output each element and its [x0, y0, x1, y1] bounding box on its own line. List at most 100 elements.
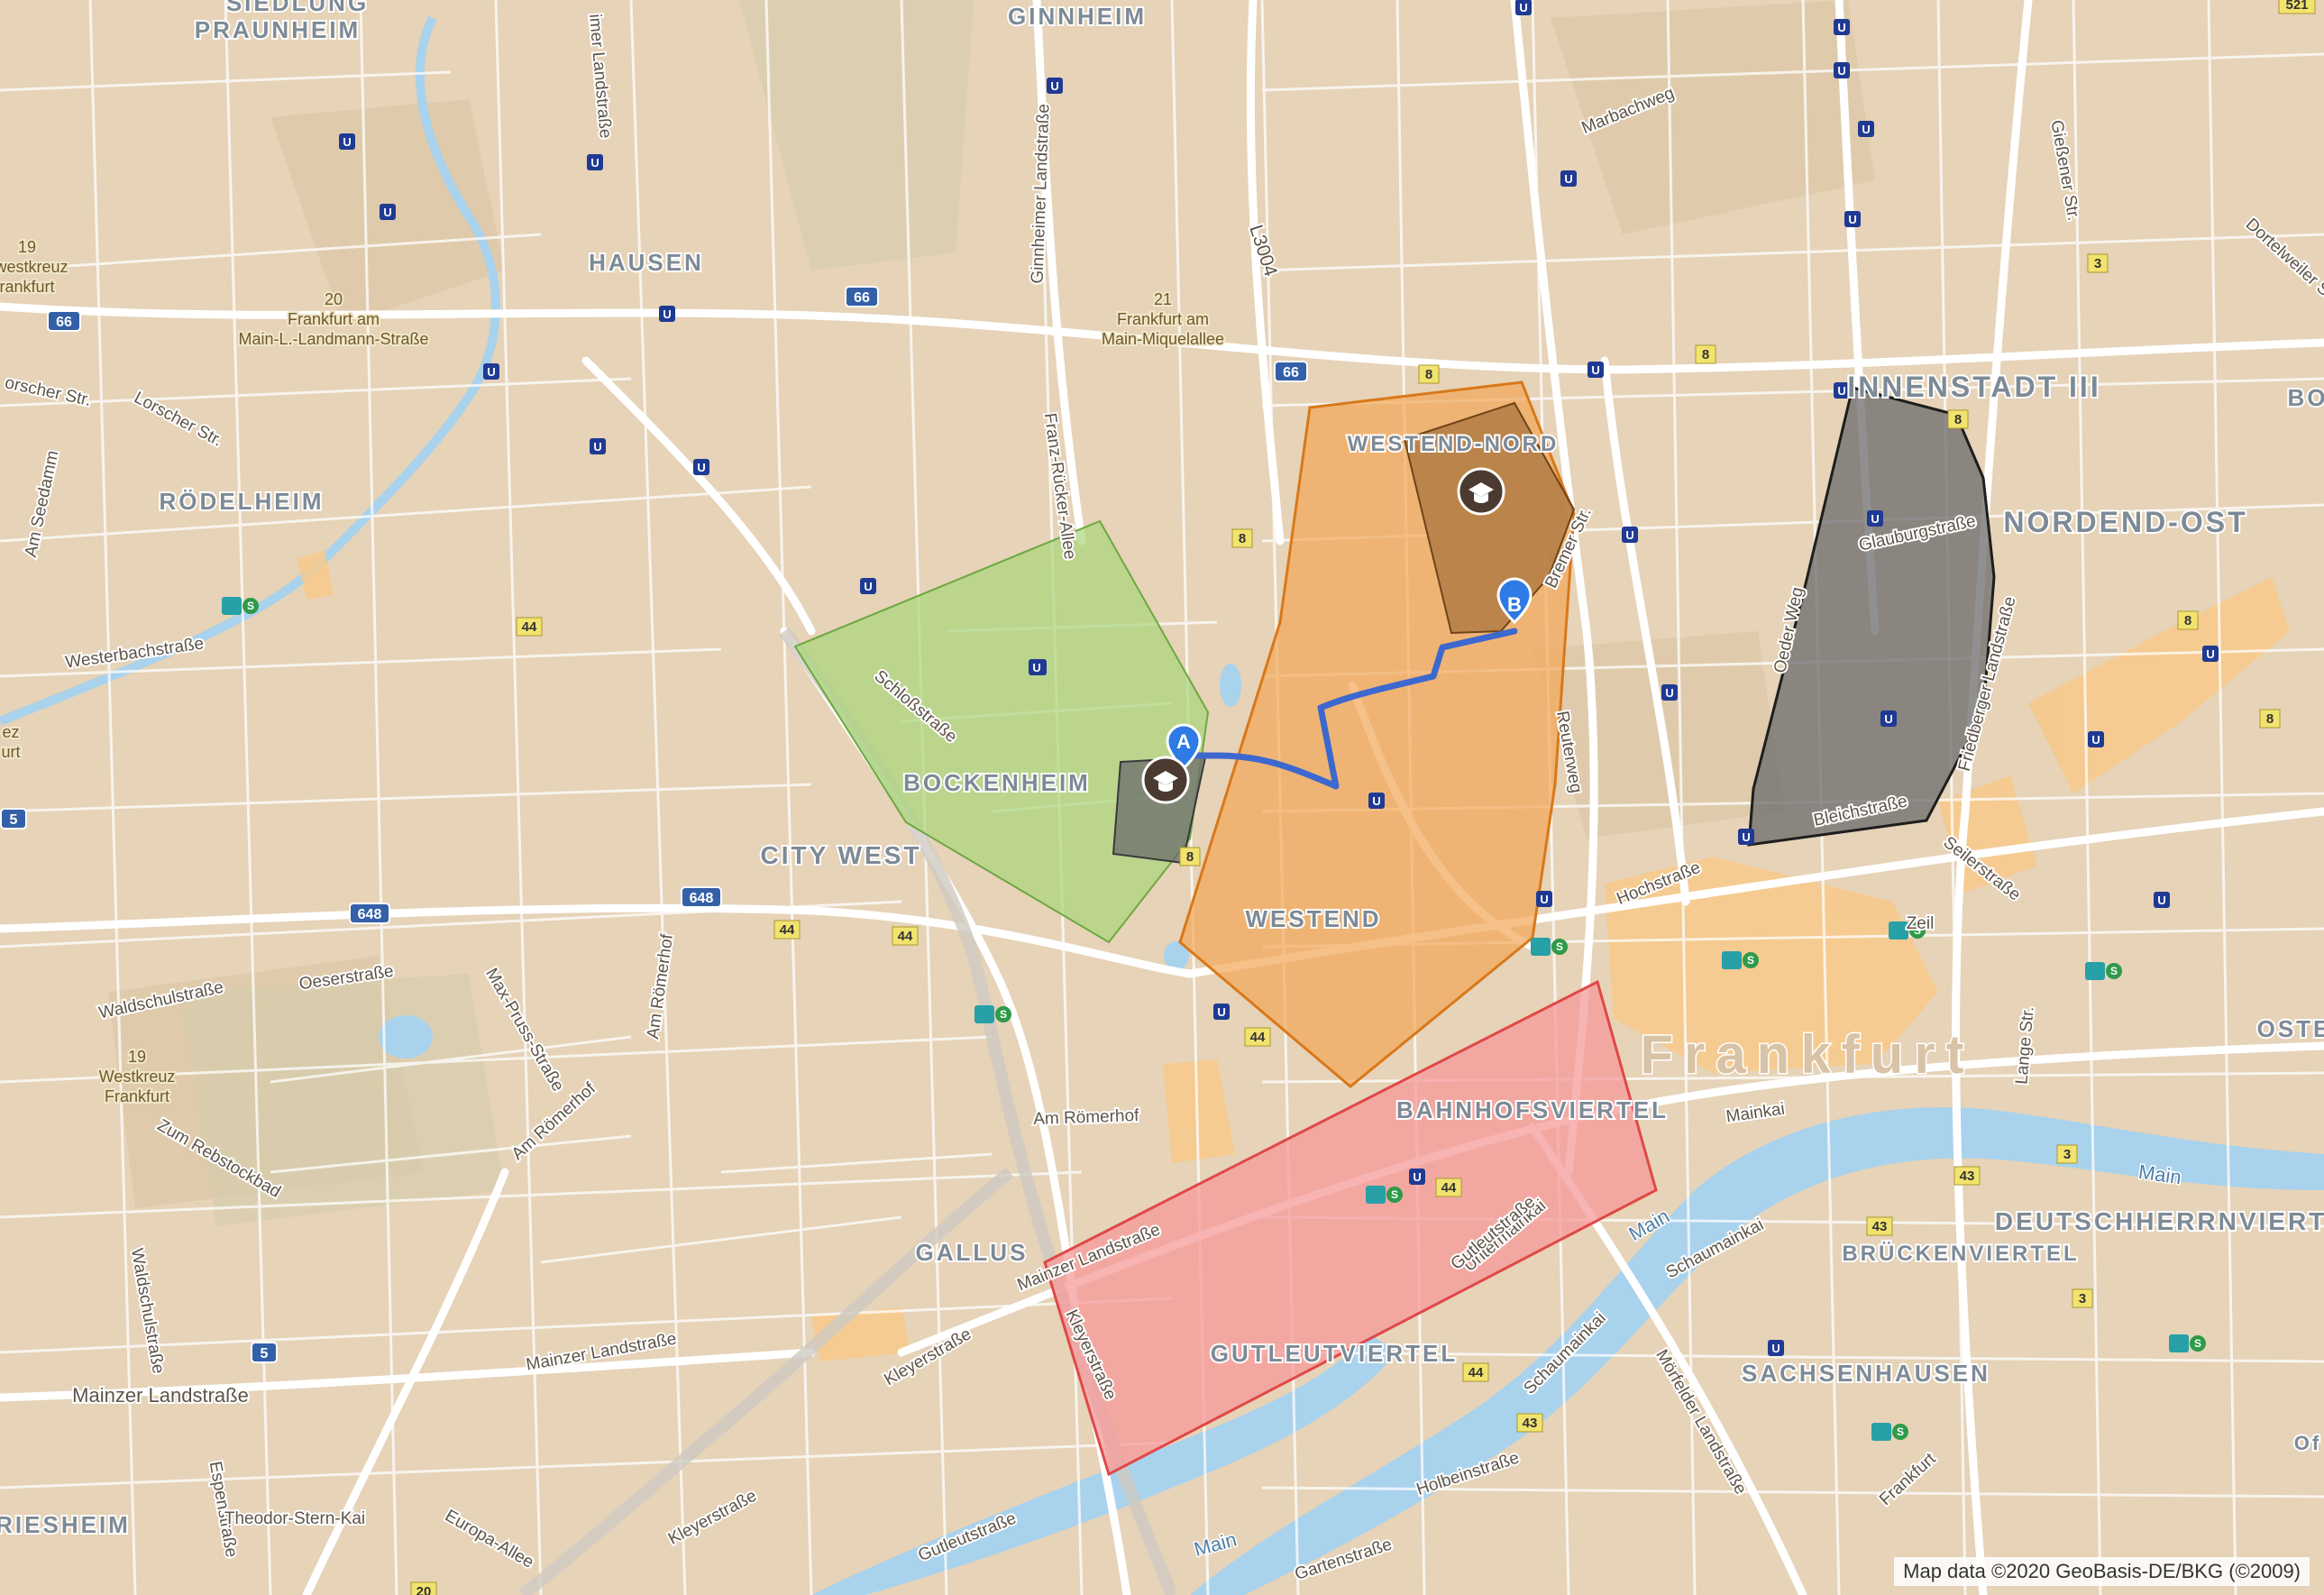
road-shield: 8 [2259, 709, 2281, 729]
road-shield: 8 [1179, 847, 1201, 866]
marker-b[interactable]: B [1496, 577, 1533, 625]
svg-text:U: U [864, 580, 872, 593]
svg-text:U: U [343, 135, 351, 149]
svg-text:8: 8 [1186, 849, 1194, 865]
district-label: BAHNHOFSVIERTEL [1396, 1096, 1669, 1123]
svg-text:U: U [1591, 363, 1599, 377]
svg-text:U: U [1837, 384, 1845, 398]
road-shields: 8 8 8 8 8 8 8 44 44 44 44 44 44 43 43 43… [410, 0, 2316, 1595]
road-shield: 8 [2177, 610, 2199, 630]
svg-text:U: U [1217, 1005, 1225, 1019]
road-shield: 8 [1947, 409, 1969, 429]
ubahn-icon: U [1560, 170, 1577, 187]
autobahn-shield: 648 [681, 886, 722, 908]
ubahn-icon: U [1661, 684, 1678, 701]
road-shield: 44 [1435, 1178, 1462, 1197]
ubahn-icon: U [1738, 829, 1754, 845]
zone-gray-nordend[interactable] [1747, 386, 1996, 847]
svg-text:U: U [1519, 1, 1527, 14]
district-label: HAUSEN [589, 249, 704, 276]
svg-text:S: S [1556, 940, 1563, 953]
train-station-icon: S [1889, 921, 1926, 940]
district-label: RÖDELHEIM [160, 488, 325, 515]
road-shield: 20 [410, 1581, 437, 1595]
district-label: DEUTSCHHERRNVIERTEL [1995, 1207, 2324, 1235]
svg-text:Frankfurt am: Frankfurt am [288, 310, 380, 328]
svg-text:8: 8 [2184, 613, 2191, 628]
svg-text:20: 20 [325, 290, 343, 308]
road-shield: 8 [1695, 344, 1716, 364]
ubahn-icon: U [2154, 892, 2170, 908]
svg-text:Main-Miquelallee: Main-Miquelallee [1102, 330, 1224, 348]
svg-text:U: U [663, 307, 671, 321]
svg-text:S: S [2194, 1337, 2201, 1350]
svg-text:dwestkreuz: dwestkreuz [0, 258, 69, 276]
autobahn-shields: 66 66 66 648 648 5 5 [0, 286, 1308, 1363]
train-station-icon: S [1871, 1423, 1908, 1441]
svg-text:8: 8 [1702, 347, 1709, 362]
district-label: BO [2288, 384, 2324, 411]
lake-palmengarten [1220, 664, 1241, 707]
svg-text:U: U [593, 440, 601, 454]
svg-text:U: U [1862, 123, 1870, 136]
street-label: Theodor-Stern-Kai [224, 1509, 365, 1528]
ubahn-icon: U [590, 438, 606, 454]
svg-text:U: U [2206, 647, 2214, 661]
svg-text:U: U [1665, 686, 1673, 700]
svg-text:S: S [247, 600, 254, 612]
road-shield: 44 [892, 926, 919, 946]
lake-bockenheim [1164, 941, 1189, 970]
graduation-cap-icon[interactable] [1141, 756, 1190, 804]
road-shield: 3 [2056, 1144, 2078, 1164]
river-main-west [811, 1334, 1397, 1595]
nidda-stream [0, 15, 500, 726]
svg-text:8: 8 [1425, 367, 1432, 382]
svg-text:19: 19 [128, 1048, 146, 1066]
district-label: BRÜCKENVIERTEL [1842, 1242, 2079, 1266]
svg-text:3: 3 [2079, 1291, 2086, 1306]
svg-text:44: 44 [522, 619, 537, 635]
svg-text:8: 8 [2266, 711, 2274, 727]
svg-text:S: S [1897, 1425, 1904, 1438]
ubahn-icon: U [1858, 121, 1874, 137]
zone-green-bockenheim[interactable] [793, 519, 1210, 944]
svg-text:44: 44 [898, 929, 913, 944]
zone-brown-westend-nord[interactable] [1403, 401, 1576, 635]
ubahn-icon: U [2202, 646, 2219, 662]
svg-text:Westkreuz: Westkreuz [99, 1068, 176, 1086]
svg-text:U: U [1837, 64, 1845, 78]
train-station-icon: S [1531, 938, 1568, 956]
graduation-cap-icon[interactable] [1457, 467, 1505, 516]
district-label: SACHSENHAUSEN [1742, 1360, 1990, 1387]
svg-text:8: 8 [1954, 412, 1962, 427]
lake-rebstock [379, 1015, 433, 1059]
marker-a-label: A [1176, 730, 1191, 753]
ubahn-icon: U [1867, 510, 1883, 527]
svg-text:U: U [1625, 528, 1633, 542]
marker-a[interactable]: A [1166, 723, 1202, 771]
svg-text:44: 44 [1441, 1180, 1457, 1196]
ubahn-icon: U [1834, 19, 1850, 35]
svg-text:20: 20 [416, 1584, 432, 1595]
svg-text:U: U [590, 156, 599, 170]
svg-text:19: 19 [18, 238, 36, 256]
district-label: BOCKENHEIM [903, 769, 1091, 796]
train-station-icon: S [974, 1005, 1011, 1023]
svg-text:U: U [2157, 894, 2165, 907]
svg-text:44: 44 [780, 922, 795, 938]
svg-text:21: 21 [1154, 290, 1172, 308]
road-shield: 44 [516, 617, 543, 637]
svg-text:U: U [1564, 172, 1572, 186]
district-label: PRAUNHEIM [195, 16, 361, 43]
district-label: RIESHEIM [0, 1511, 131, 1538]
ubahn-icon: U [860, 578, 876, 594]
svg-text:S: S [2110, 965, 2118, 977]
zone-red-bahnhofsviertel[interactable] [1043, 979, 1658, 1477]
svg-text:Frankfurt: Frankfurt [105, 1087, 169, 1105]
svg-text:8: 8 [1239, 531, 1246, 546]
ubahn-icon: U [483, 363, 499, 380]
